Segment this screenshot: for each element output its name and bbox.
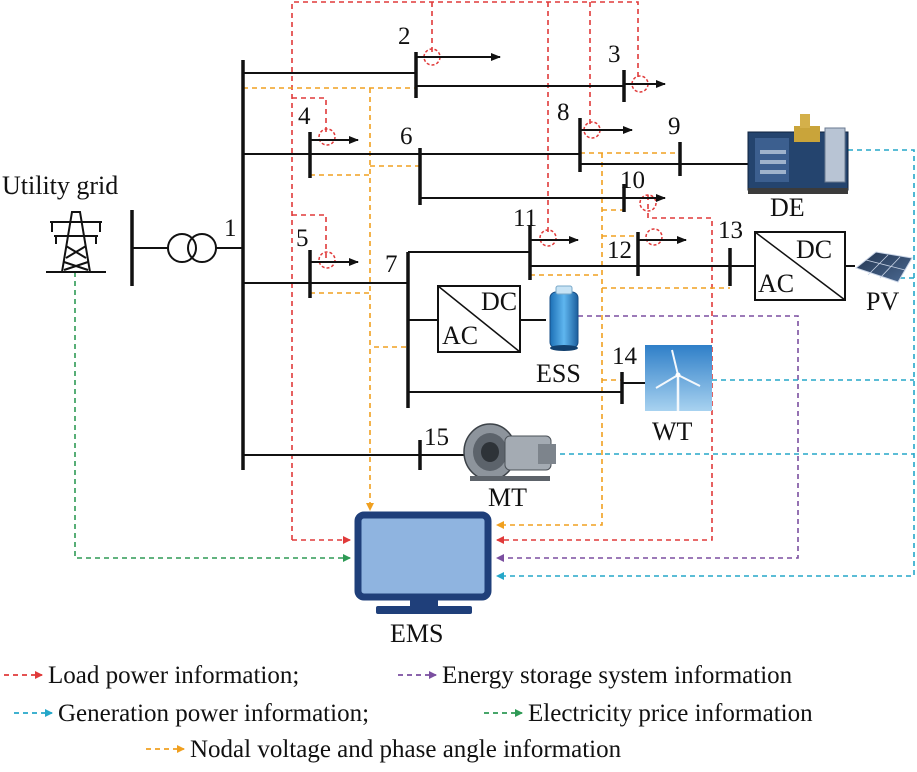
ess-label: ESS	[536, 359, 581, 388]
pv-label: PV	[866, 287, 899, 316]
ess-info-line	[496, 315, 799, 562]
generation-info-lines	[496, 149, 915, 580]
legend-ess-label: Energy storage system information	[442, 662, 793, 689]
bus-6-label: 6	[400, 123, 413, 150]
utility-grid-label: Utility grid	[2, 171, 118, 200]
bus-3-label: 3	[608, 41, 621, 68]
ems-label: EMS	[390, 619, 443, 648]
bus-15-label: 15	[424, 424, 449, 451]
de-label: DE	[770, 193, 805, 222]
price-info-line	[74, 272, 351, 562]
ess-converter-dc-label: DC	[481, 287, 517, 316]
diesel-generator-icon	[747, 114, 849, 194]
ess-converter-ac-label: AC	[442, 321, 478, 350]
transmission-tower-icon	[46, 211, 106, 273]
pv-converter-dc-label: DC	[796, 235, 832, 264]
bus-11-label: 11	[513, 205, 537, 232]
legend: Load power information; Energy storage s…	[4, 662, 813, 763]
bus-10-label: 10	[620, 167, 645, 194]
bus-13-label: 13	[718, 217, 743, 244]
voltage-info-lines	[243, 87, 730, 529]
bus-8-label: 8	[557, 99, 570, 126]
node-labels: Utility grid 1 2 3 4 5 6 7 8 9 10 11 12 …	[2, 23, 899, 648]
mt-label: MT	[488, 483, 527, 512]
bus-1-label: 1	[224, 215, 237, 242]
legend-generation-label: Generation power information;	[58, 700, 369, 727]
load-info-lines	[291, 1, 713, 544]
legend-voltage-label: Nodal voltage and phase angle informatio…	[190, 736, 622, 763]
bus-7-label: 7	[385, 251, 398, 278]
pv-converter: DC AC	[754, 231, 855, 301]
wt-label: WT	[652, 417, 693, 446]
legend-load-label: Load power information;	[48, 662, 299, 689]
wind-turbine-icon	[645, 345, 712, 411]
bus-12-label: 12	[607, 237, 632, 264]
bus-2-label: 2	[398, 23, 411, 50]
micro-turbine-icon	[463, 423, 556, 481]
legend-price-label: Electricity price information	[528, 700, 813, 727]
battery-icon	[549, 285, 579, 351]
ess-converter: DC AC	[437, 285, 546, 353]
bus-14-label: 14	[612, 343, 638, 370]
pv-converter-ac-label: AC	[758, 269, 794, 298]
bus-4-label: 4	[298, 103, 311, 130]
solar-panel-icon	[854, 251, 913, 283]
ems-monitor-icon	[354, 511, 492, 614]
bus-9-label: 9	[668, 113, 681, 140]
power-network	[130, 52, 755, 470]
bus-5-label: 5	[296, 225, 309, 252]
